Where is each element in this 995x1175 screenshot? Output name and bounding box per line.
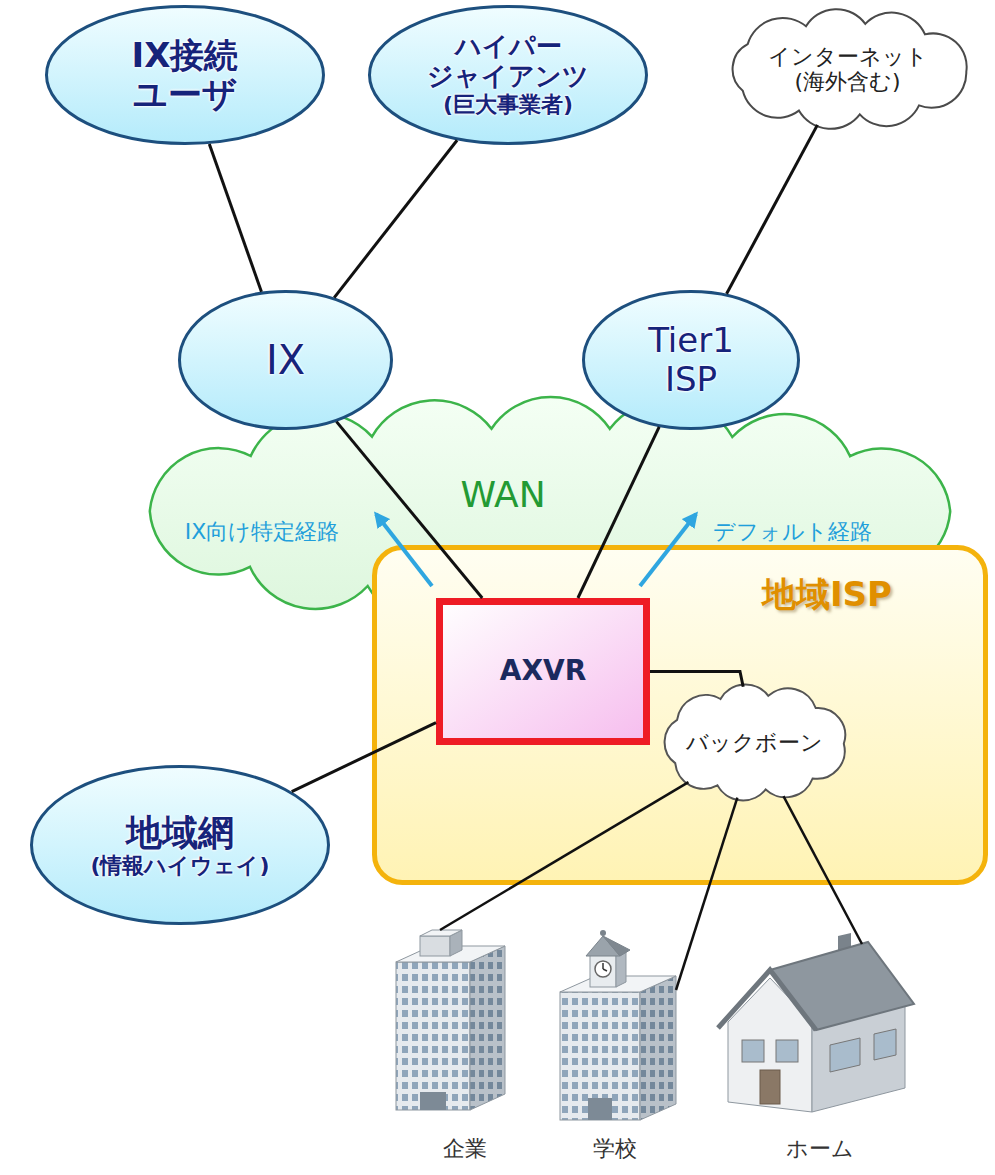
ellipse-node: 地域網(情報ハイウェイ) bbox=[30, 765, 330, 925]
house-building bbox=[770, 942, 914, 1030]
node-outline-shape bbox=[47, 7, 324, 144]
school-building bbox=[603, 936, 630, 956]
office-building bbox=[470, 946, 505, 1110]
office-building bbox=[420, 936, 450, 956]
school-building bbox=[590, 955, 616, 987]
node-text: 地域ISP bbox=[762, 575, 892, 614]
node-outline-shape bbox=[733, 9, 967, 129]
node-text: 学校 bbox=[593, 1136, 637, 1161]
route-label: デフォルト経路 bbox=[713, 519, 872, 544]
building-node: ホーム bbox=[720, 915, 920, 1167]
office-building bbox=[396, 930, 505, 1110]
cloud-node: バックボーン bbox=[651, 680, 859, 805]
region-box: 地域ISP AXVR バックボーン bbox=[372, 545, 988, 885]
node-text: ハイパー ジャイアンツ bbox=[426, 32, 591, 92]
house-building bbox=[742, 1040, 764, 1062]
house-building bbox=[718, 933, 914, 1112]
node-outline-shape bbox=[375, 548, 986, 883]
house-building bbox=[760, 1070, 780, 1104]
house-building bbox=[874, 1029, 896, 1060]
node-text: WAN bbox=[460, 474, 545, 515]
ellipse-node: IX接続 ユーザ bbox=[45, 5, 325, 145]
node-text: (巨大事業者) bbox=[443, 92, 573, 117]
node-text: Tier1 ISP bbox=[636, 321, 746, 399]
node-outline-shape bbox=[440, 602, 647, 742]
ellipse-node: IX bbox=[178, 290, 393, 430]
label-anchor: デフォルト経路 bbox=[713, 519, 872, 544]
school-building bbox=[560, 930, 676, 1120]
cloud-node: インターネット (海外含む) bbox=[710, 5, 985, 133]
school-building bbox=[595, 961, 611, 977]
route-label: IX向け特定経路 bbox=[185, 519, 340, 544]
node-text: インターネット (海外含む) bbox=[765, 44, 930, 95]
office-building bbox=[396, 962, 470, 1110]
node-text: ホーム bbox=[786, 1136, 854, 1161]
building-node: 企業 bbox=[390, 915, 540, 1167]
node-outline bbox=[372, 545, 988, 885]
office-building bbox=[420, 1092, 446, 1110]
house-building bbox=[830, 1038, 860, 1072]
school-building bbox=[602, 963, 604, 969]
node-outline-shape bbox=[32, 767, 329, 924]
node-text: 企業 bbox=[443, 1136, 487, 1161]
node-outline-shape bbox=[370, 7, 647, 144]
connector-line bbox=[727, 125, 818, 294]
node-outline-shape bbox=[584, 292, 799, 429]
school-building bbox=[588, 1098, 612, 1120]
node-text: IX接続 ユーザ bbox=[110, 36, 260, 114]
house-building bbox=[776, 1040, 798, 1062]
node-outline-shape bbox=[665, 685, 846, 801]
school-building bbox=[560, 992, 640, 1120]
office-building bbox=[420, 930, 462, 936]
node-text: バックボーン bbox=[686, 730, 823, 755]
school-building bbox=[603, 969, 607, 971]
ellipse-node: Tier1 ISP bbox=[582, 290, 800, 430]
house-building bbox=[718, 970, 816, 1030]
node-text: (情報ハイウェイ) bbox=[90, 853, 269, 878]
node-text: AXVR bbox=[500, 655, 587, 687]
school-building bbox=[600, 930, 606, 936]
label-anchor: IX向け特定経路 bbox=[185, 519, 340, 544]
node-outline-shape bbox=[180, 292, 392, 429]
ellipse-node: ハイパー ジャイアンツ(巨大事業者) bbox=[368, 5, 648, 145]
router-box: AXVR bbox=[436, 598, 650, 745]
school-building bbox=[640, 976, 676, 1120]
connector-line bbox=[209, 144, 261, 292]
node-text: 地域網 bbox=[126, 812, 234, 853]
building-node: 学校 bbox=[545, 915, 685, 1167]
connector-line bbox=[334, 140, 457, 297]
node-text: IX bbox=[266, 337, 305, 383]
